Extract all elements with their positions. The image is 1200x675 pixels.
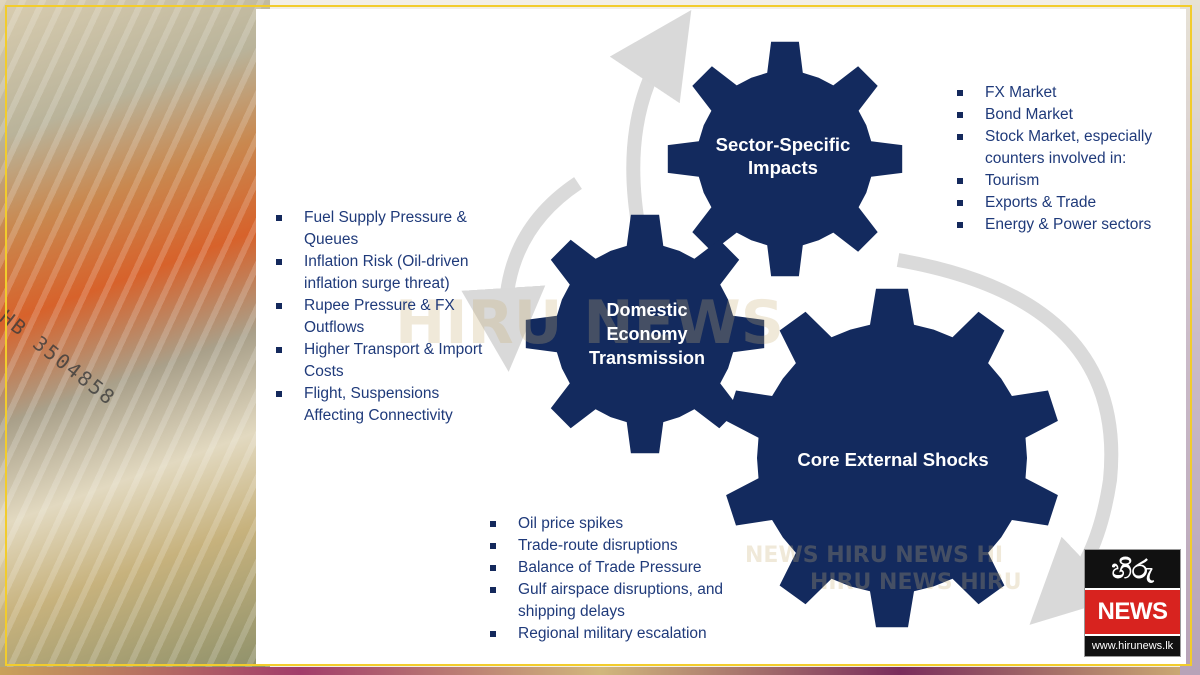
list-item: Gulf airspace disruptions, and shipping …: [488, 579, 758, 623]
list-item: Tourism: [955, 170, 1155, 192]
list-item: Trade-route disruptions: [488, 535, 758, 557]
core-shocks-gear: [726, 288, 1058, 628]
logo-url-text: www.hirunews.lk: [1085, 636, 1180, 656]
hiru-news-logo: හිරු NEWS www.hirunews.lk: [1084, 549, 1181, 657]
sector-impacts-list: FX Market Bond Market Stock Market, espe…: [955, 82, 1155, 236]
watermark-center: HIRU NEWS: [395, 288, 784, 358]
list-item: Energy & Power sectors: [955, 214, 1155, 236]
list-item: Oil price spikes: [488, 513, 758, 535]
watermark-bottom-row1: NEWS HIRU NEWS HI: [745, 543, 1004, 568]
list-item: Inflation Risk (Oil-driven inflation sur…: [274, 251, 489, 295]
list-item: FX Market: [955, 82, 1155, 104]
core-gear-title: Core External Shocks: [797, 449, 989, 470]
domestic-transmission-gear: [525, 214, 765, 454]
sector-gear-title: Sector-Specific Impacts: [715, 134, 851, 179]
core-shocks-list: Oil price spikes Trade-route disruptions…: [488, 513, 758, 645]
background-bottom-strip: [0, 667, 1200, 675]
cycle-arrow-left: [461, 177, 582, 372]
cycle-arrow-up: [609, 10, 692, 237]
list-item: Balance of Trade Pressure: [488, 557, 758, 579]
sector-impacts-gear: [667, 41, 903, 277]
list-item: Exports & Trade: [955, 192, 1155, 214]
watermark-bottom-row2: HIRU NEWS HIRU: [810, 570, 1022, 595]
list-item: Rupee Pressure & FX Outflows: [274, 295, 489, 339]
domestic-gear-title: Domestic Economy Transmission: [588, 300, 706, 368]
list-item: Regional military escalation: [488, 623, 758, 645]
list-item: Bond Market: [955, 104, 1155, 126]
list-item: Higher Transport & Import Costs: [274, 339, 489, 383]
list-item: Stock Market, especially counters involv…: [955, 126, 1155, 170]
list-item: Flight, Suspensions Affecting Connectivi…: [274, 383, 489, 427]
logo-brand-text: NEWS: [1085, 590, 1180, 634]
banknotes-background-photo: HB 3504858: [0, 0, 270, 675]
domestic-transmission-list: Fuel Supply Pressure & Queues Inflation …: [274, 207, 489, 427]
logo-script-text: හිරු: [1085, 550, 1180, 588]
list-item: Fuel Supply Pressure & Queues: [274, 207, 489, 251]
